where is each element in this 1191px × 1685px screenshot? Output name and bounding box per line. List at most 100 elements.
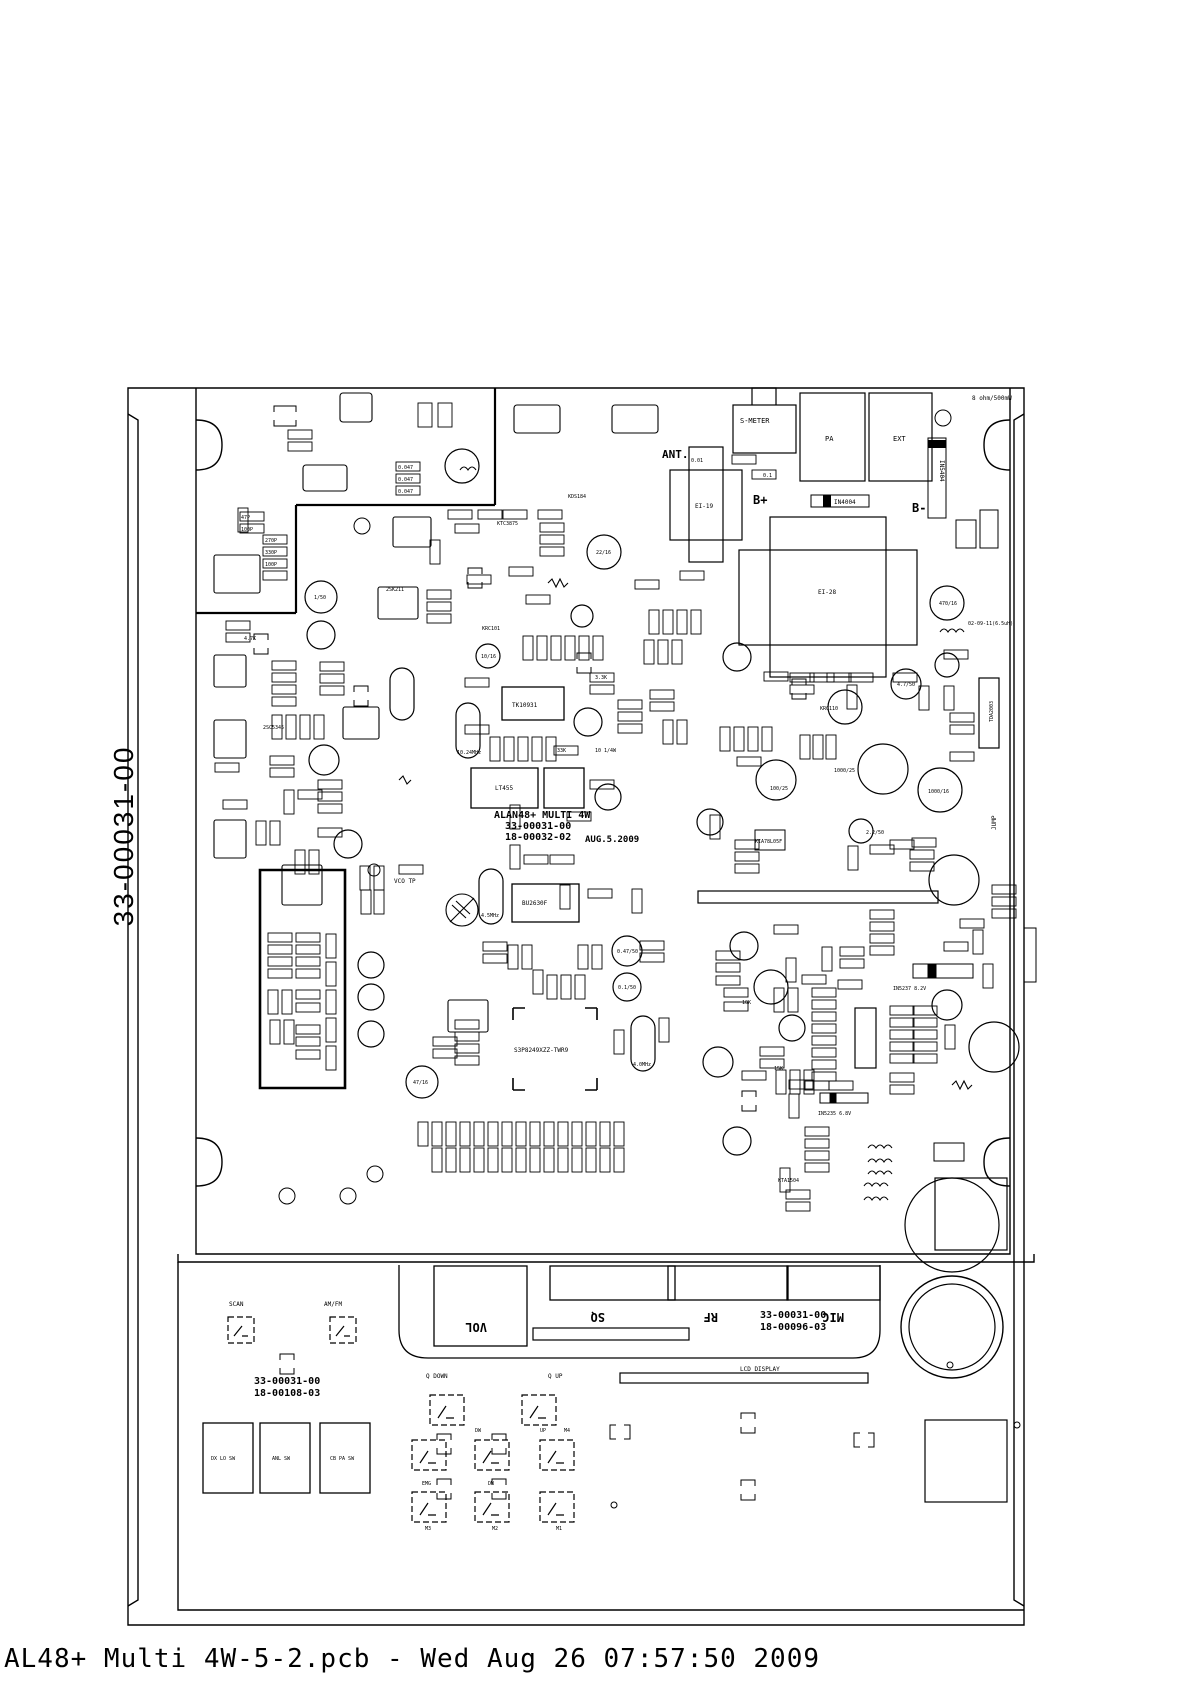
jump-label: JUMP [991,815,998,830]
svg-text:100/25: 100/25 [770,786,788,792]
q-up-label: Q UP [548,1373,563,1380]
anl-sw-label: ANL SW [272,1456,291,1462]
tactile-switches [227,1316,575,1523]
ic-tk10931: TK10931 [501,686,565,721]
scan-label: SCAN [229,1301,244,1308]
svg-text:KTC3875: KTC3875 [497,521,518,527]
diode-in5404: IN5404 [927,437,947,519]
xtal-4000-label: 4.0MHz [633,1062,651,1068]
key-label: UP [540,1428,546,1434]
svg-text:KDS184: KDS184 [568,494,586,500]
svg-text:KRC110: KRC110 [820,706,838,712]
svg-text:2SK211: 2SK211 [386,587,404,593]
smd-part-grid [214,402,1017,1212]
svg-text:KTA1504: KTA1504 [778,1178,799,1184]
s-meter-connector: S-METER [732,387,797,454]
diode-in4004: IN4004 [810,494,870,508]
svg-text:100P: 100P [241,527,253,533]
board-outline [127,387,1035,1626]
svg-text:0.47/50: 0.47/50 [617,949,638,955]
svg-text:0.047: 0.047 [398,465,413,471]
svg-text:10/16: 10/16 [481,654,496,660]
main-sub-code: 18-00032-02 [505,832,571,843]
svg-text:1000/16: 1000/16 [928,789,949,795]
bu2630f-label: BU2630F [522,900,548,907]
am-fm-label: AM/FM [324,1301,342,1308]
ant-label: ANT. [662,448,689,461]
coil-6-label: 02-09-11(6.5uH) [968,621,1013,627]
q-down-label: Q DOWN [426,1373,448,1380]
in5404-label: IN5404 [938,460,945,482]
dc-jack [934,1177,1008,1251]
key-label: M3 [425,1526,431,1532]
key-label: M2 [492,1526,498,1532]
svg-text:2SC5345: 2SC5345 [263,725,284,731]
ic-lt455: LT455 [470,767,539,809]
svg-text:1000/25: 1000/25 [834,768,855,774]
svg-text:1/50: 1/50 [314,595,326,601]
mic-label: MIC [822,1310,844,1324]
kia78-label: KIA78L05F [755,839,782,845]
mount-hole [946,1361,954,1369]
dx-lo-sw-label: DX LO SW [211,1456,236,1462]
key-label: M1 [556,1526,562,1532]
svg-text:15K: 15K [774,1066,783,1072]
svg-text:0.1/50: 0.1/50 [618,985,636,991]
side-board-code: 33-00031-00 [108,745,139,927]
ext-label: EXT [893,435,906,443]
key-label: EMG [422,1481,431,1487]
mic-jack [924,1419,1008,1503]
svg-text:0.1: 0.1 [763,473,772,479]
in4004-label: IN4004 [834,499,856,506]
front-panel [202,1265,881,1494]
ic-bu2630f: BU2630F [511,883,580,923]
svg-text:22/16: 22/16 [596,550,611,556]
svg-text:0.047: 0.047 [398,489,413,495]
svg-text:33K: 33K [557,748,566,754]
crystals [389,667,656,1072]
tda-label: TDA2003 [989,701,995,722]
key-label: DW [488,1481,495,1487]
front-sub-code: 18-00108-03 [254,1388,320,1399]
speaker-ring [900,1275,1004,1379]
b-minus-label: B- [912,501,926,515]
svg-text:3.3K: 3.3K [595,675,607,681]
mount-hole [610,1501,618,1509]
svg-text:330P: 330P [265,550,277,556]
test-points [278,409,952,1205]
lcd-display-label: LCD DISPLAY [740,1366,780,1373]
mcu-label: S3P8249XZZ-TWR9 [514,1047,569,1054]
main-title: ALAN48+ MULTI 4W [494,810,591,821]
speaker-inner [908,1283,996,1371]
sq-label: SQ [591,1310,605,1324]
ei19-label: EI-19 [695,503,713,510]
footer-caption: AL48+ Multi 4W-5-2.pcb - Wed Aug 26 07:5… [4,1644,821,1674]
trimmer [445,893,479,927]
front-code: 33-00031-00 [254,1376,320,1387]
svg-text:10K: 10K [742,1000,751,1006]
lt455-label: LT455 [495,785,513,792]
lcd-sub-code: 18-00096-03 [760,1322,826,1333]
transformer-ei19: EI-19 [669,446,743,563]
svg-text:100P: 100P [265,562,277,568]
xtal-4500-label: 4.5MHz [481,913,499,919]
vco-tp-label: VCO TP [394,878,416,885]
xtal-10240-label: 10.24MHz [457,750,481,756]
cb-pa-sw-label: CB PA SW [330,1456,355,1462]
svg-text:0.01: 0.01 [691,458,703,464]
svg-text:270P: 270P [265,538,277,544]
svg-text:KRC101: KRC101 [482,626,500,632]
tk10931-label: TK10931 [512,702,538,709]
svg-text:10 1/4W: 10 1/4W [595,748,617,754]
ic-tda2003 [978,677,1000,749]
filter-block [543,767,585,809]
s-meter-label: S-METER [740,417,770,425]
electrolytic-capacitors [304,448,1020,1273]
ic-mc3361 [854,1007,877,1069]
inductors [398,466,973,1201]
svg-text:47/16: 47/16 [413,1080,428,1086]
svg-text:470/16: 470/16 [939,601,957,607]
vol-label: VOL [465,1320,487,1334]
b-plus-label: B+ [753,493,767,507]
pa-label: PA [825,435,834,443]
